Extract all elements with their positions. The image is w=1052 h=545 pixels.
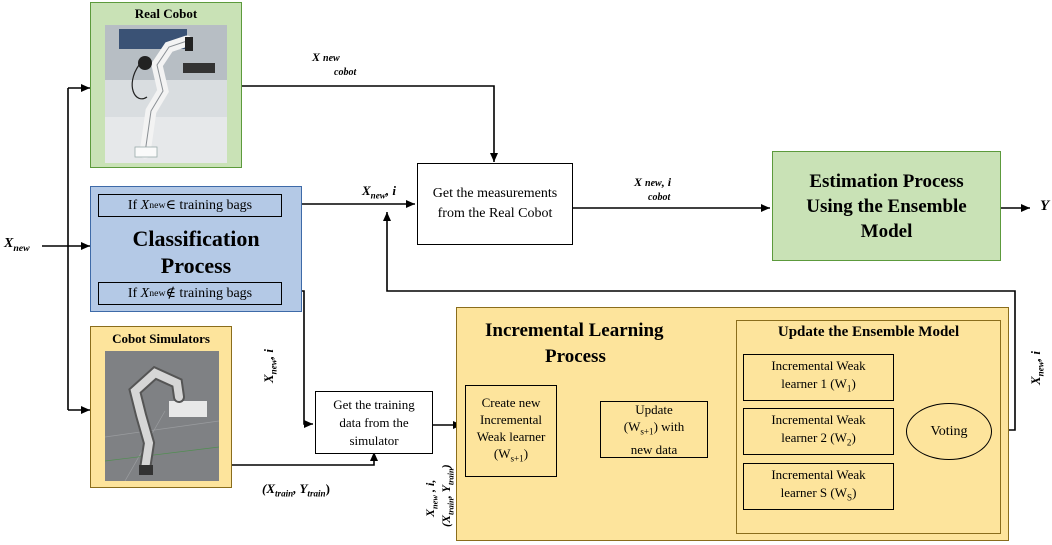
classification-title-line2: Process	[160, 253, 232, 278]
label-x-new-i-train-line2: (Xtrain, Ytrain)	[439, 464, 456, 527]
ensemble-title: Update the Ensemble Model	[777, 324, 960, 340]
arrow-cobot-to-measure	[242, 85, 498, 162]
training-box: Get the training data from the simulator	[315, 391, 433, 454]
ensemble-panel: Update the Ensemble Model Incremental We…	[736, 320, 1001, 534]
weak-learner-2-line1: Incremental Weak	[771, 412, 866, 428]
label-x-new-i-right: Xnew, i	[1028, 351, 1046, 385]
weak-learner-1-line1: Incremental Weak	[771, 358, 866, 374]
measurement-line1: Get the measurements	[432, 186, 558, 201]
estimation-line3: Model	[860, 220, 913, 242]
output-label: Y	[1040, 198, 1050, 214]
update-line1: Update	[635, 402, 673, 418]
training-line2: data from the	[339, 414, 409, 430]
weak-learner-s-line2: learner S (WS)	[780, 485, 857, 503]
estimation-line1: Estimation Process	[809, 170, 964, 192]
update-learner-box: Update (Ws+1) with new data	[600, 401, 708, 458]
weak-learner-2-line2: learner 2 (W2)	[781, 430, 856, 448]
weak-learner-s: Incremental Weak learner S (WS)	[743, 463, 894, 510]
simulators-title: Cobot Simulators	[112, 331, 210, 346]
training-line3: simulator	[349, 432, 399, 448]
label-x-new-i-sim: Xnew, i	[261, 349, 279, 383]
real-cobot-title: Real Cobot	[134, 6, 198, 21]
create-learner-box: Create new Incremental Weak learner (Ws+…	[465, 385, 557, 477]
input-label: Xnew	[4, 236, 30, 254]
label-x-new-cobot-i: X new, i cobot	[634, 175, 672, 203]
label-xy-train: (Xtrain, Ytrain)	[262, 481, 330, 499]
create-line4: (Ws+1)	[493, 446, 529, 464]
update-line2: (Ws+1) with	[623, 419, 685, 437]
update-line3: new data	[630, 441, 678, 457]
estimation-box: Estimation Process Using the Ensemble Mo…	[772, 151, 1001, 261]
create-line3: Weak learner	[476, 429, 546, 445]
simulators-panel: Cobot Simulators	[90, 326, 232, 488]
measurement-line2: from the Real Cobot	[437, 206, 553, 221]
incremental-title-line2: Process	[545, 346, 606, 367]
arrow-simulators-to-training	[232, 452, 378, 466]
incremental-panel: Incremental Learning Process Create new …	[456, 307, 1009, 541]
simulator-render	[105, 351, 219, 481]
measurement-box: Get the measurements from the Real Cobot	[417, 163, 573, 245]
label-x-new-cobot: X new cobot	[312, 50, 357, 78]
training-line1: Get the training	[333, 396, 415, 412]
weak-learner-2: Incremental Weak learner 2 (W2)	[743, 408, 894, 455]
classification-title-line1: Classification	[132, 226, 260, 251]
real-cobot-panel: Real Cobot	[90, 2, 242, 168]
voting-node: Voting	[906, 403, 992, 460]
real-cobot-photo	[105, 25, 227, 163]
weak-learner-1: Incremental Weak learner 1 (W1)	[743, 354, 894, 401]
incremental-title-line1: Incremental Learning	[485, 320, 664, 341]
label-x-new-i: Xnew, i	[362, 183, 396, 201]
create-line2: Incremental	[479, 412, 543, 428]
weak-learner-1-line2: learner 1 (W1)	[781, 376, 856, 394]
weak-learner-s-line1: Incremental Weak	[771, 467, 866, 483]
estimation-line2: Using the Ensemble	[806, 195, 967, 217]
create-line1: Create new	[481, 395, 541, 411]
